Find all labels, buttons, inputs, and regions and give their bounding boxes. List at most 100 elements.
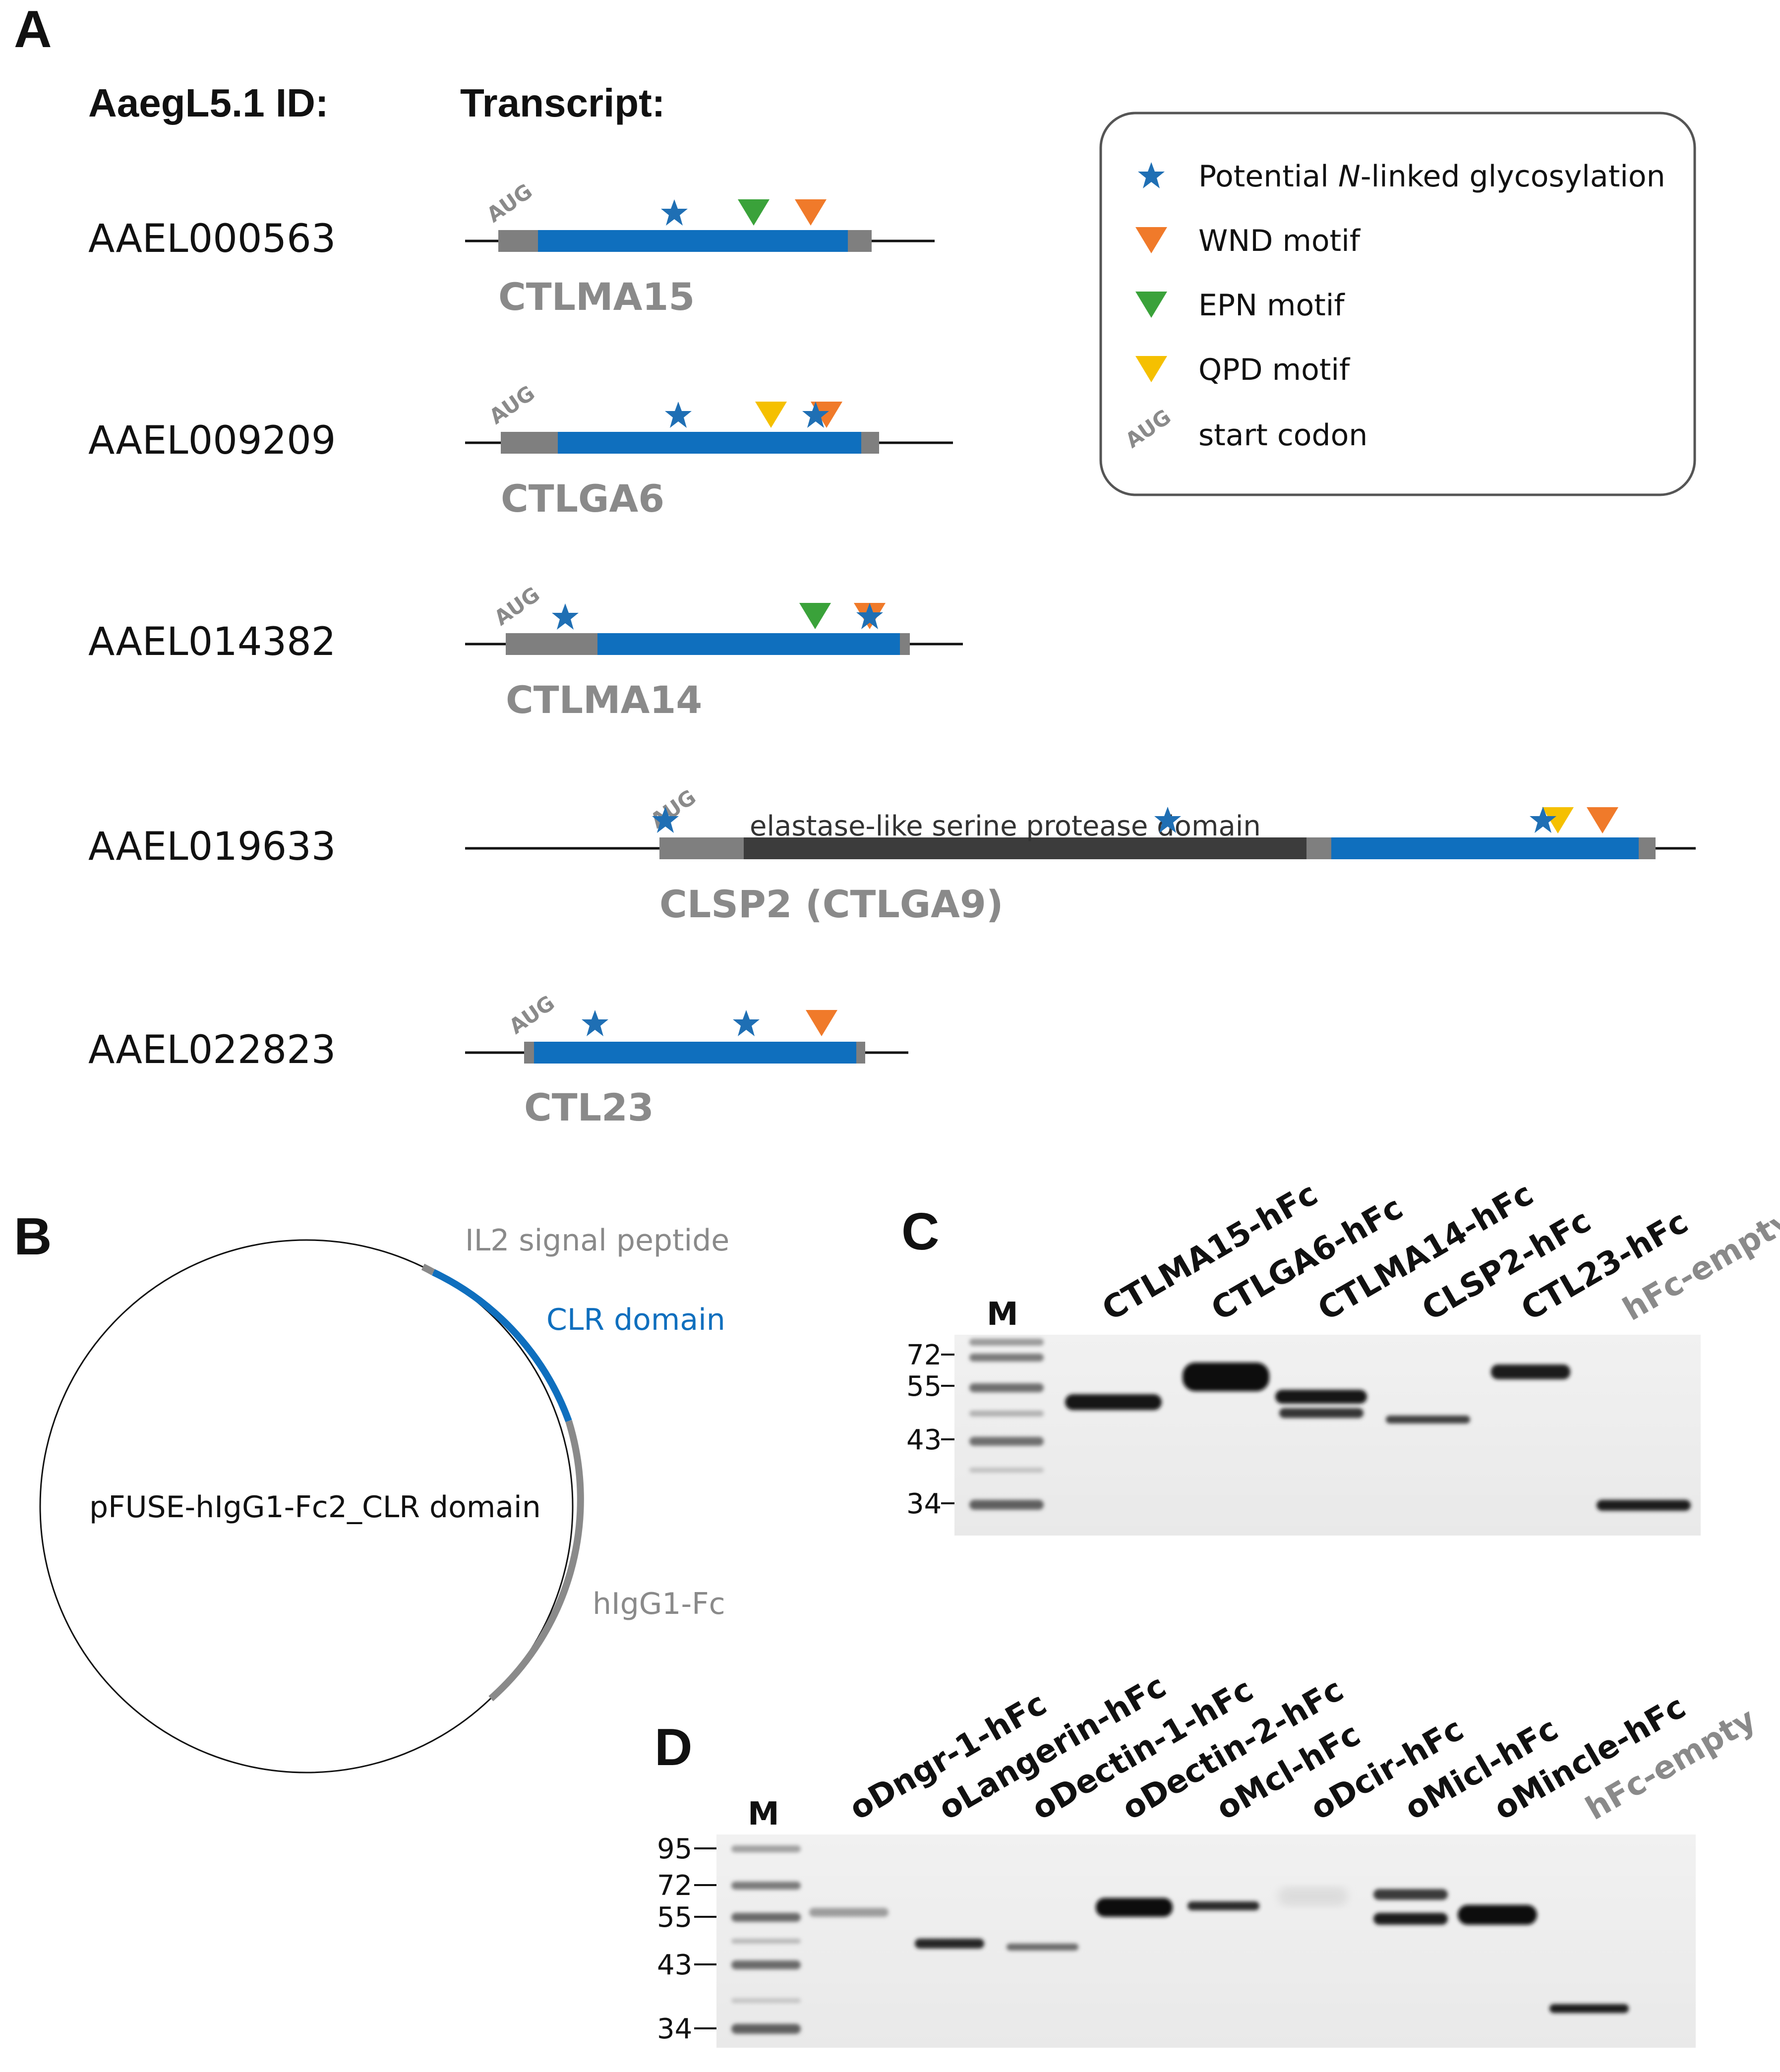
gene-id: AAEL022823: [88, 1028, 336, 1072]
transcript-row: AAEL019633 elastase-like serine protease…: [88, 785, 1696, 926]
band-ctlma14-upper: [1275, 1390, 1367, 1404]
clr-domain-block: [534, 1042, 856, 1064]
hfc-segment: [488, 1420, 584, 1702]
legend-label-glycosylation: Potential N-linked glycosylation: [1198, 159, 1665, 194]
utr-block: [900, 633, 910, 655]
band-odcir: [1278, 1887, 1348, 1906]
mw-marker-label: 43: [906, 1424, 942, 1456]
epn-motif-triangle: [799, 603, 831, 629]
gene-id: AAEL019633: [88, 825, 336, 869]
epn-motif-triangle: [738, 199, 770, 226]
transcript-row: AAEL000563 AUG CTLMA15: [88, 179, 935, 319]
plasmid-backbone: [39, 1239, 574, 1774]
wnd-motif-triangle: [811, 402, 842, 428]
band-omcl: [1187, 1901, 1259, 1910]
protein-name: CLSP2 (CTLGA9): [659, 882, 1004, 926]
protein-name: CTLMA15: [498, 275, 695, 319]
marker-lane-label: M: [748, 1796, 779, 1833]
legend-label-wnd: WND motif: [1198, 224, 1361, 258]
western-blot-c: M 72 55 43 34 CTLMA15-: [906, 1176, 1780, 1536]
aug-label: AUG: [490, 582, 544, 630]
ladder-lane: [731, 1845, 801, 2034]
band-olangerin: [915, 1939, 984, 1949]
legend-label-qpd: QPD motif: [1198, 353, 1351, 387]
mw-marker-label: 72: [657, 1870, 692, 1902]
legend-label-epn: EPN motif: [1198, 288, 1345, 323]
band-odectin-2: [1096, 1898, 1173, 1917]
gene-id: AAEL009209: [88, 418, 336, 463]
glycosylation-star-icon: [665, 402, 692, 428]
protein-name: CTLMA14: [506, 678, 702, 722]
band-omicl-upper: [1373, 1889, 1448, 1900]
mw-marker-label: 43: [657, 1949, 692, 1981]
band-odectin-1: [1007, 1944, 1078, 1951]
plasmid-map: pFUSE-hIgG1-Fc2_CLR domain IL2 signal pe…: [39, 1223, 729, 1774]
glycosylation-star-icon: [552, 603, 579, 630]
aug-label: AUG: [505, 991, 559, 1039]
clr-domain-block: [1331, 837, 1639, 859]
glycosylation-star-icon: [582, 1010, 608, 1036]
aug-label: AUG: [482, 179, 537, 227]
protein-name: CTL23: [524, 1085, 654, 1129]
band-ctlma15: [1065, 1394, 1162, 1410]
legend-box: [1099, 112, 1696, 496]
legend-label-start-codon: start codon: [1198, 418, 1367, 453]
transcript-row: AAEL009209 AUG CTLGA6: [88, 381, 953, 521]
sample-bands: [809, 1887, 1629, 2013]
wnd-motif-legend-triangle: [1135, 227, 1167, 253]
gel-background: [954, 1335, 1701, 1536]
band-omincle: [1458, 1905, 1537, 1925]
hfc-label: hIgG1-Fc: [593, 1587, 725, 1621]
gene-id: AAEL014382: [88, 620, 336, 664]
utr-block: [659, 837, 744, 859]
glycosylation-star-icon: [661, 199, 688, 226]
clr-domain-block: [558, 432, 861, 454]
mw-marker-label: 34: [906, 1488, 942, 1520]
aug-label: AUG: [485, 381, 539, 429]
utr-block: [1639, 837, 1656, 859]
gel-background: [716, 1835, 1696, 2048]
legend: Potential N-linked glycosylation WND mot…: [1099, 112, 1696, 496]
utr-block: [506, 633, 597, 655]
clr-domain-label: CLR domain: [546, 1302, 725, 1337]
ladder-lane: [969, 1339, 1044, 1510]
wnd-motif-triangle: [806, 1010, 837, 1036]
wnd-motif-triangle: [795, 199, 827, 226]
qpd-motif-triangle: [755, 402, 787, 428]
protease-domain-label: elastase-like serine protease domain: [750, 810, 1261, 842]
epn-motif-legend-triangle: [1135, 292, 1167, 318]
panel-letter-b: B: [14, 1207, 52, 1266]
header-transcript: Transcript:: [460, 81, 665, 125]
qpd-motif-legend-triangle: [1135, 356, 1167, 382]
band-odngr-1: [809, 1908, 889, 1917]
utr-block: [848, 230, 872, 252]
qpd-motif-triangle: [1542, 807, 1574, 833]
protease-domain-block: [744, 837, 1306, 859]
il2-signal-label: IL2 signal peptide: [465, 1223, 729, 1258]
clr-domain-segment: [431, 1269, 572, 1422]
band-ctlga6: [1183, 1362, 1269, 1391]
mw-marker-label: 34: [657, 2013, 692, 2045]
mw-marker-label: 72: [906, 1339, 942, 1371]
linker-block: [1306, 837, 1331, 859]
transcript-row: AAEL022823 AUG CTL23: [88, 991, 908, 1129]
western-blot-d: M 95 72 55 43 34: [657, 1668, 1762, 2048]
mw-marker-label: 55: [657, 1901, 692, 1934]
protein-name: CTLGA6: [501, 476, 664, 521]
clr-domain-block: [538, 230, 848, 252]
gene-id: AAEL000563: [88, 217, 336, 261]
band-ctl23: [1491, 1364, 1570, 1379]
wnd-motif-triangle: [1587, 807, 1618, 833]
utr-block: [498, 230, 538, 252]
band-ctlma14-lower: [1279, 1408, 1364, 1418]
band-hfc-empty: [1549, 2004, 1629, 2013]
utr-block: [524, 1042, 534, 1064]
utr-block: [856, 1042, 865, 1064]
band-clsp2: [1386, 1416, 1470, 1423]
sample-bands: [1065, 1362, 1691, 1511]
marker-lane-label: M: [987, 1296, 1018, 1333]
plasmid-name: pFUSE-hIgG1-Fc2_CLR domain: [89, 1490, 541, 1525]
il2-signal-segment: [421, 1263, 435, 1276]
utr-block: [501, 432, 558, 454]
